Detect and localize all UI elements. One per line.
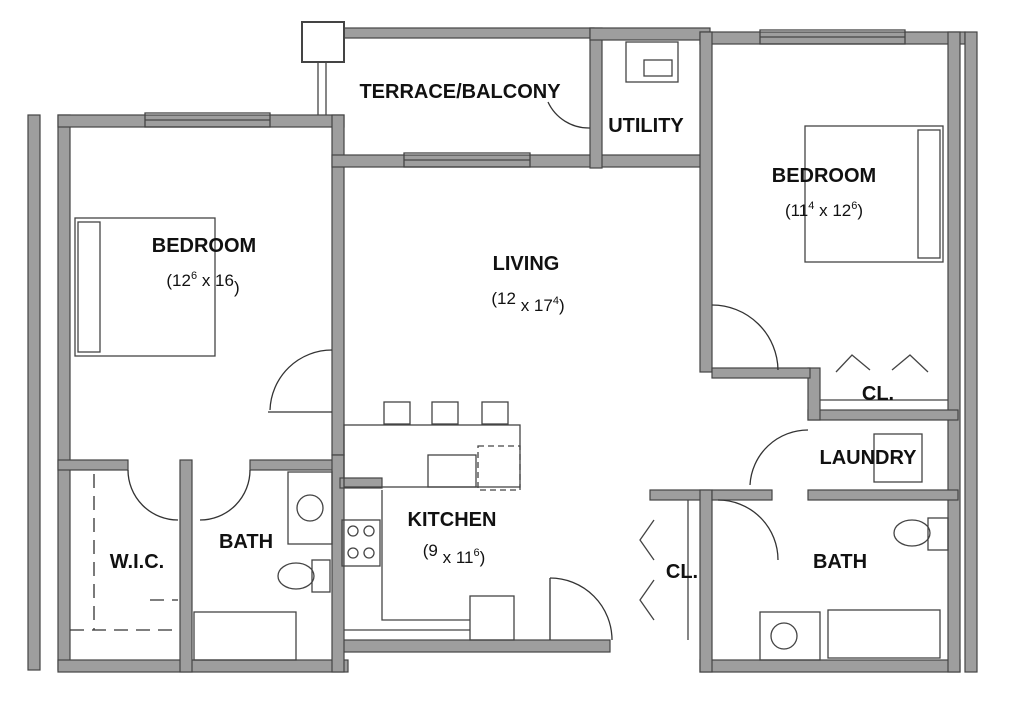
bathtub-left bbox=[193, 611, 297, 661]
kitchen-label: KITCHEN bbox=[408, 509, 497, 531]
living-dims: (12 x 174) bbox=[491, 289, 564, 315]
wic-shelving bbox=[70, 474, 178, 631]
kitchen-dims: (9 x 116) bbox=[423, 541, 486, 567]
bar-stool-1 bbox=[383, 401, 411, 425]
wall-closet-upper-left bbox=[807, 367, 821, 421]
vanity-left bbox=[287, 471, 333, 545]
closet-upper-bifold bbox=[835, 354, 929, 373]
room-labels: TERRACE/BALCONY UTILITY BEDROOM (126 x 1… bbox=[110, 81, 917, 583]
door-laundry bbox=[749, 429, 809, 486]
wall-top-bedroom-left bbox=[57, 114, 345, 128]
bed-right bbox=[804, 125, 944, 263]
wic-label: W.I.C. bbox=[110, 551, 164, 573]
wall-laundry-bottom bbox=[807, 489, 959, 501]
kitchen-counter bbox=[344, 490, 470, 631]
wall-right-outer bbox=[947, 31, 961, 673]
bed-left-pillow bbox=[77, 221, 101, 353]
stove bbox=[341, 519, 381, 567]
wall-bath-right-top bbox=[711, 489, 773, 501]
terrace-label: TERRACE/BALCONY bbox=[359, 81, 561, 103]
bathtub-right bbox=[827, 609, 941, 659]
bath-left-label: BATH bbox=[219, 531, 273, 553]
door-bedroom-left bbox=[269, 349, 333, 411]
wall-bedroom-right-bottom bbox=[711, 367, 811, 379]
bedroom-left-dims: (126 x 16) bbox=[166, 270, 239, 297]
toilet-left bbox=[277, 562, 315, 590]
wall-neighbor-left bbox=[27, 114, 41, 671]
closet-upper-label: CL. bbox=[862, 383, 894, 405]
vanity-right bbox=[759, 611, 821, 661]
wall-utility-top bbox=[589, 27, 711, 41]
bedroom-right-label: BEDROOM bbox=[772, 165, 876, 187]
wall-terrace-top bbox=[343, 27, 595, 39]
sink-left bbox=[296, 494, 324, 522]
closet-lower-label: CL. bbox=[666, 561, 698, 583]
wall-neighbor-right bbox=[964, 31, 978, 673]
bar-stool-3 bbox=[481, 401, 509, 425]
wall-wic-bath bbox=[179, 459, 193, 673]
refrigerator bbox=[469, 595, 515, 641]
doors bbox=[127, 101, 809, 641]
door-terrace-utility bbox=[547, 101, 591, 129]
wall-bottom-left bbox=[57, 659, 349, 673]
bar-stool-2 bbox=[431, 401, 459, 425]
walls bbox=[27, 27, 978, 673]
water-heater bbox=[625, 41, 679, 83]
bedroom-right-dims: (114 x 126) bbox=[785, 200, 863, 220]
wall-closet-lower-right bbox=[699, 489, 713, 673]
wall-kitchen-counter-top bbox=[339, 477, 383, 489]
windows bbox=[144, 29, 906, 168]
door-bath-left bbox=[199, 469, 251, 521]
door-entry bbox=[549, 577, 613, 641]
door-bedroom-right bbox=[711, 304, 779, 371]
closet-lower-bifold bbox=[639, 519, 655, 621]
wall-bath-kitchen bbox=[331, 454, 345, 673]
wall-bedroom-left-bottom bbox=[57, 459, 129, 471]
toilet-right bbox=[893, 519, 931, 547]
utility-label: UTILITY bbox=[608, 115, 684, 137]
bed-right-pillow bbox=[917, 129, 941, 259]
wall-utility-left bbox=[589, 27, 603, 169]
sink-right bbox=[770, 622, 798, 650]
washer-dryer bbox=[873, 433, 923, 483]
door-wic bbox=[127, 469, 179, 521]
wall-left-outer bbox=[57, 114, 71, 671]
dishwasher bbox=[477, 445, 521, 491]
door-bath-right bbox=[717, 499, 779, 561]
bath-right-label: BATH bbox=[813, 551, 867, 573]
wall-closet-upper-bottom bbox=[807, 409, 959, 421]
wall-bottom-kitchen bbox=[339, 639, 611, 653]
wall-living-top bbox=[331, 154, 711, 168]
kitchen-sink bbox=[427, 454, 477, 488]
wall-bedroom-right-top bbox=[699, 31, 966, 45]
wall-living-right bbox=[699, 31, 713, 373]
bedroom-left-label: BEDROOM bbox=[152, 235, 256, 257]
bed-left bbox=[74, 217, 216, 357]
living-label: LIVING bbox=[493, 253, 560, 275]
terrace-column bbox=[301, 21, 345, 63]
wall-bedroom-left-bottom-2 bbox=[249, 459, 341, 471]
laundry-label: LAUNDRY bbox=[819, 447, 917, 469]
wall-bottom-right bbox=[699, 659, 961, 673]
